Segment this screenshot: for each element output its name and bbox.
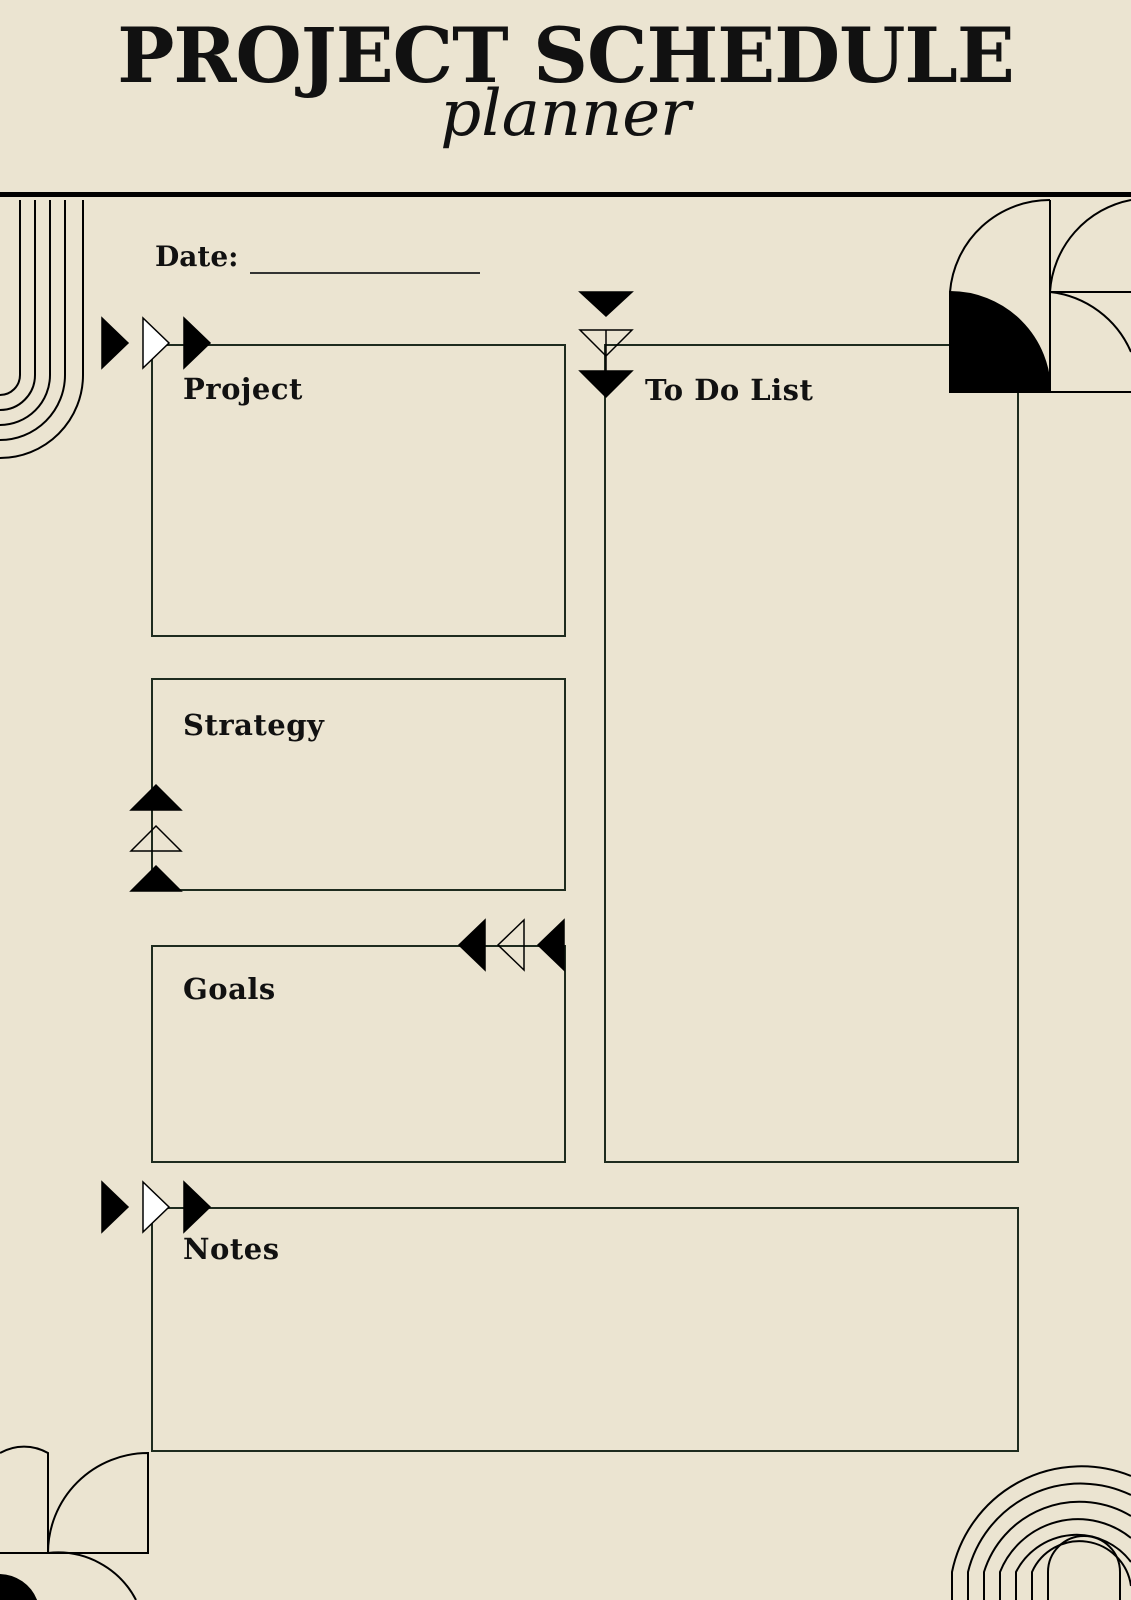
todo-label: To Do List [645, 373, 814, 407]
triangle-arrows-goals-icon [457, 918, 565, 972]
triangle-arrows-todo-icon [578, 291, 634, 399]
header-divider [0, 192, 1131, 197]
strategy-label: Strategy [183, 708, 325, 742]
goals-label: Goals [183, 972, 276, 1006]
date-label: Date: [155, 240, 239, 273]
arches-bottom-right-icon [951, 1465, 1131, 1600]
arches-top-left-icon [0, 200, 84, 459]
triangle-arrows-notes-icon [101, 1180, 212, 1234]
notes-label: Notes [183, 1232, 280, 1266]
strategy-box[interactable] [151, 678, 566, 891]
triangle-arrows-strategy-icon [129, 783, 183, 892]
todo-box[interactable] [604, 344, 1019, 1163]
page-title: PROJECT SCHEDULE [117, 11, 1015, 100]
quarter-circle-bottom-left-icon [0, 1445, 149, 1600]
project-box[interactable] [151, 344, 566, 637]
goals-box[interactable] [151, 945, 566, 1163]
notes-box[interactable] [151, 1207, 1019, 1452]
project-label: Project [183, 372, 303, 406]
triangle-arrows-project-icon [101, 316, 212, 370]
quarter-circle-grid-icon [949, 198, 1131, 393]
page-subtitle: planner [440, 77, 691, 151]
date-input-line[interactable] [250, 272, 480, 274]
